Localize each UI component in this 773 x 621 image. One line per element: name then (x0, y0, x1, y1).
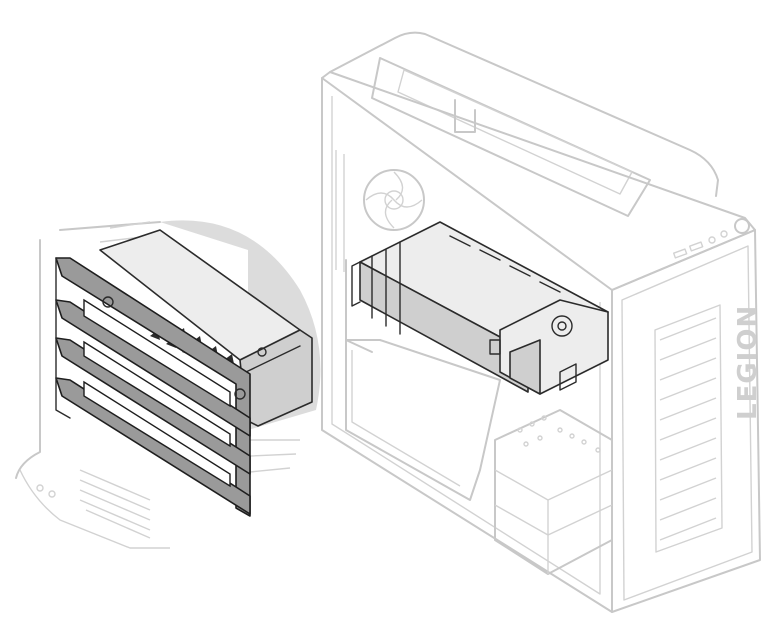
pci-slot-brackets (55, 257, 251, 517)
pc-case: LEGION (321, 31, 763, 613)
case-brand-text: LEGION (733, 305, 763, 420)
inset-zoom-view (15, 220, 321, 549)
graphics-card (351, 221, 609, 395)
